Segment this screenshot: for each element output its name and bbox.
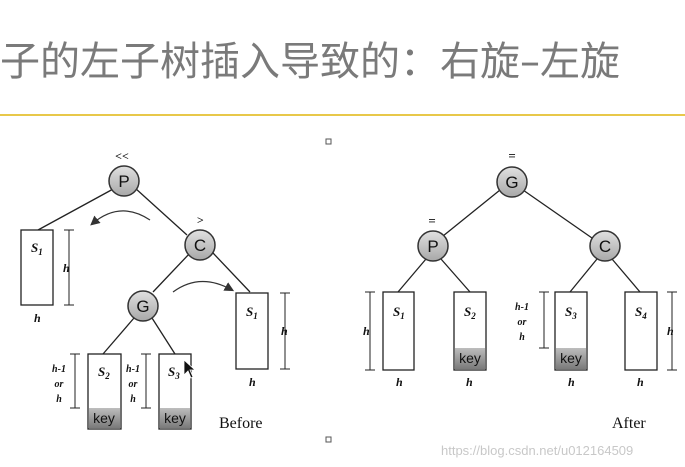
svg-text:S2: S2 bbox=[98, 364, 110, 381]
svg-text:S1: S1 bbox=[393, 304, 405, 321]
subtree-s4: S4 h h bbox=[624, 291, 677, 389]
title-divider bbox=[0, 114, 685, 116]
subtree-s2: S2 key h bbox=[453, 291, 487, 389]
svg-text:P: P bbox=[118, 172, 129, 191]
svg-text:h: h bbox=[281, 324, 288, 338]
svg-text:h: h bbox=[56, 394, 62, 405]
tree-node-g: G bbox=[496, 166, 528, 198]
svg-text:h: h bbox=[249, 375, 256, 389]
inserted-key-label: key bbox=[164, 410, 186, 426]
svg-text:S4: S4 bbox=[635, 304, 647, 321]
svg-text:or: or bbox=[518, 317, 527, 328]
svg-text:h: h bbox=[34, 311, 41, 325]
inserted-key-label: key bbox=[560, 350, 582, 366]
rotation-arrow-icon bbox=[90, 210, 151, 226]
svg-text:or: or bbox=[55, 379, 64, 390]
svg-text:h-1: h-1 bbox=[52, 364, 66, 375]
watermark: https://blog.csdn.net/u012164509 bbox=[441, 443, 633, 458]
svg-text:h: h bbox=[396, 375, 403, 389]
tree-node-g: G bbox=[127, 290, 159, 322]
svg-text:h: h bbox=[519, 332, 525, 343]
balance-mark: = bbox=[508, 148, 515, 163]
inserted-key-label: key bbox=[459, 350, 481, 366]
selection-handle[interactable] bbox=[325, 138, 332, 145]
svg-text:h: h bbox=[130, 394, 136, 405]
before-caption: Before bbox=[219, 415, 263, 432]
tree-node-p: P bbox=[417, 230, 449, 262]
svg-text:S1: S1 bbox=[246, 304, 258, 321]
tree-node-p: P bbox=[108, 165, 140, 197]
svg-text:C: C bbox=[599, 237, 611, 256]
inserted-key-label: key bbox=[93, 410, 115, 426]
subtree-s2: S2 key h-1 or h bbox=[52, 353, 122, 430]
svg-text:G: G bbox=[136, 297, 149, 316]
selection-handle[interactable] bbox=[325, 436, 332, 443]
after-caption: After bbox=[612, 415, 646, 432]
subtree-s3: S3 key h-1 or h bbox=[126, 353, 192, 430]
svg-text:S3: S3 bbox=[565, 304, 577, 321]
svg-text:C: C bbox=[194, 236, 206, 255]
mouse-cursor-icon bbox=[183, 359, 197, 379]
svg-text:S2: S2 bbox=[464, 304, 476, 321]
svg-text:h-1: h-1 bbox=[126, 364, 140, 375]
balance-mark: << bbox=[115, 149, 129, 163]
before-tree: << > P C G S1 h h S1 bbox=[20, 149, 290, 432]
svg-text:h: h bbox=[667, 324, 674, 338]
svg-text:h: h bbox=[568, 375, 575, 389]
after-tree: = = G P C S1 h h S2 key bbox=[363, 148, 677, 432]
svg-text:G: G bbox=[505, 173, 518, 192]
subtree-s3: S3 key h-1 or h h bbox=[515, 291, 588, 389]
rotation-arrow-icon bbox=[172, 280, 235, 293]
svg-text:S3: S3 bbox=[168, 364, 180, 381]
balance-mark: > bbox=[197, 213, 204, 227]
balance-mark: = bbox=[428, 213, 435, 228]
svg-text:h: h bbox=[63, 261, 70, 275]
tree-node-c: C bbox=[589, 230, 621, 262]
tree-node-c: C bbox=[184, 229, 216, 261]
subtree-s1: S1 h h bbox=[20, 229, 74, 325]
slide-title: 子的左子树插入导致的：右旋–左旋 bbox=[0, 39, 620, 85]
svg-text:P: P bbox=[427, 237, 438, 256]
svg-text:S1: S1 bbox=[31, 240, 43, 257]
subtree-s1: S1 h h bbox=[363, 291, 415, 389]
svg-text:h: h bbox=[466, 375, 473, 389]
svg-text:or: or bbox=[129, 379, 138, 390]
svg-text:h: h bbox=[637, 375, 644, 389]
svg-text:h-1: h-1 bbox=[515, 302, 529, 313]
svg-text:h: h bbox=[363, 324, 370, 338]
subtree-s1-right: S1 h h bbox=[235, 292, 290, 389]
